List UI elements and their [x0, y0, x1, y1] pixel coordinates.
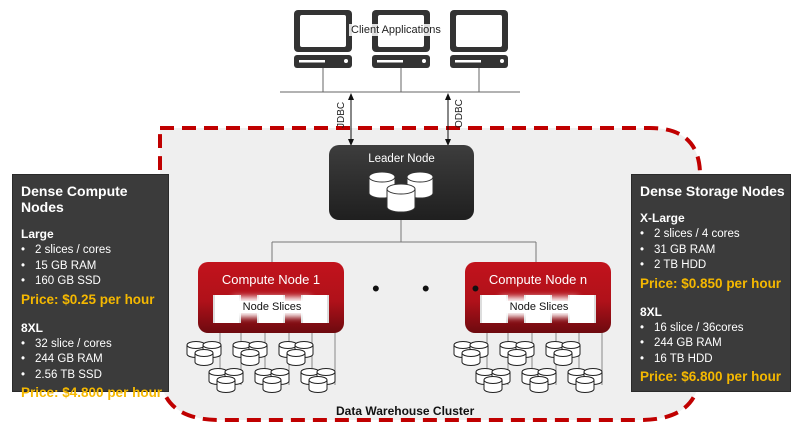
spec-item: 160 GB SSD [21, 274, 168, 290]
price-label: Price: $6.800 per hour [640, 369, 782, 384]
price-label: Price: $0.850 per hour [640, 275, 782, 291]
disk-icon [529, 376, 549, 393]
spec-item: 15 GB RAM [21, 259, 168, 275]
compute-node-n-label: Compute Node n [488, 272, 588, 287]
computer-icon [372, 10, 430, 92]
computer-icon [450, 10, 508, 92]
spec-item: 2 slices / 4 cores [640, 227, 790, 243]
spec-item: 244 GB RAM [21, 352, 168, 368]
node-slices: Node Slices [480, 295, 596, 323]
price-label: Price: $4.800 per hour [21, 385, 163, 400]
compute-node-1: Compute Node 1 Node Slices [198, 262, 344, 333]
spec-list: 2 slices / 4 cores 31 GB RAM 2 TB HDD [632, 227, 790, 274]
odbc-label: ODBC [454, 99, 465, 128]
spec-item: 2.56 TB SSD [21, 368, 168, 384]
node-slices-label: Node Slices [237, 301, 307, 313]
spec-item: 16 slice / 36cores [640, 321, 790, 337]
disk-icon [461, 349, 481, 366]
spec-list: 2 slices / cores 15 GB RAM 160 GB SSD [13, 243, 168, 290]
disk-icon [483, 376, 503, 393]
leader-node: Leader Node [329, 145, 474, 220]
jdbc-label: JDBC [336, 101, 347, 128]
node-slices-label: Node Slices [504, 301, 574, 313]
disk-icon [194, 349, 214, 366]
disk-icon [262, 376, 282, 393]
compute-node-n: Compute Node n Node Slices [465, 262, 611, 333]
tier-name: 8XL [21, 320, 44, 335]
spec-list: 16 slice / 36cores 244 GB RAM 16 TB HDD [632, 321, 790, 368]
client-applications-label: Client Applications [349, 24, 443, 36]
node-slices: Node Slices [213, 295, 329, 323]
price-label: Price: $0.25 per hour [21, 291, 155, 307]
spec-item: 32 slice / cores [21, 337, 168, 353]
leader-node-label: Leader Node [368, 153, 435, 165]
disk-icon [507, 349, 527, 366]
panel-title: Dense Storage Nodes [640, 183, 785, 199]
panel-title: Dense Compute Nodes [21, 183, 128, 215]
cluster-label: Data Warehouse Cluster [336, 404, 475, 418]
ellipsis-dots: • • • [372, 276, 498, 301]
disk-icon [240, 349, 260, 366]
disk-icon [286, 349, 306, 366]
node-slice [213, 295, 241, 323]
computer-icon [294, 10, 352, 92]
disk-icon [216, 376, 236, 393]
database-icon [368, 171, 434, 213]
spec-item: 31 GB RAM [640, 243, 790, 259]
dense-storage-panel: Dense Storage Nodes X-Large 2 slices / 4… [631, 174, 791, 392]
tier-name: 8XL [640, 304, 663, 319]
node-slice [480, 295, 508, 323]
spec-list: 32 slice / cores 244 GB RAM 2.56 TB SSD [13, 337, 168, 384]
compute-node-1-label: Compute Node 1 [221, 272, 321, 287]
spec-item: 2 TB HDD [640, 258, 790, 274]
disk-icon [553, 349, 573, 366]
spec-item: 244 GB RAM [640, 336, 790, 352]
tier-name: Large [21, 227, 54, 241]
disk-icon [308, 376, 328, 393]
dense-compute-panel: Dense Compute Nodes Large 2 slices / cor… [12, 174, 169, 400]
spec-item: 2 slices / cores [21, 243, 168, 259]
disk-icon [575, 376, 595, 393]
spec-item: 16 TB HDD [640, 352, 790, 368]
tier-name: X-Large [640, 211, 685, 225]
